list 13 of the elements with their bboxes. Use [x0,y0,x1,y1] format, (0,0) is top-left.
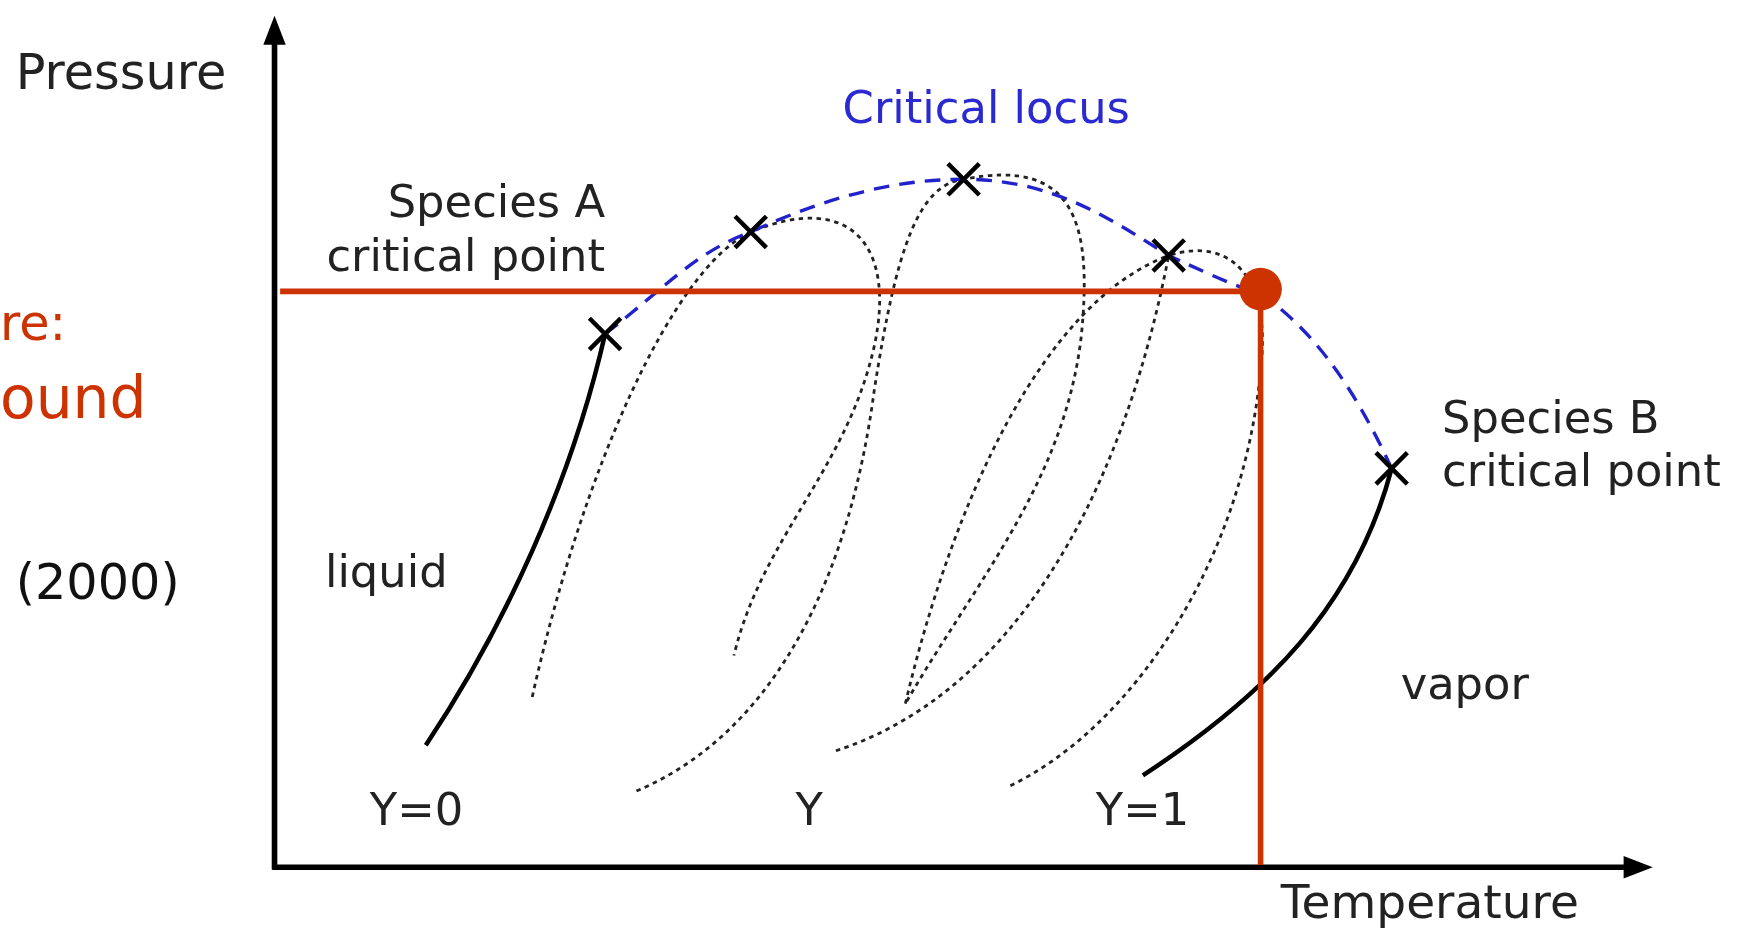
axis-label: Pressure [15,42,227,102]
note-text: (2000) [15,553,180,613]
note-text: re: [0,293,67,353]
axis-label: Temperature [1280,874,1579,931]
region-label: liquid [324,544,448,599]
curve-label: Critical locus [842,80,1130,135]
curve-label: Y [795,782,823,836]
point-label: Species A critical point [325,174,606,283]
curve-label: Y=1 [1095,782,1190,836]
point-label: Species B critical point [1442,390,1722,498]
curve-label: Y=0 [369,782,464,836]
region-label: vapor [1400,656,1529,711]
note-text: ound [0,363,147,433]
